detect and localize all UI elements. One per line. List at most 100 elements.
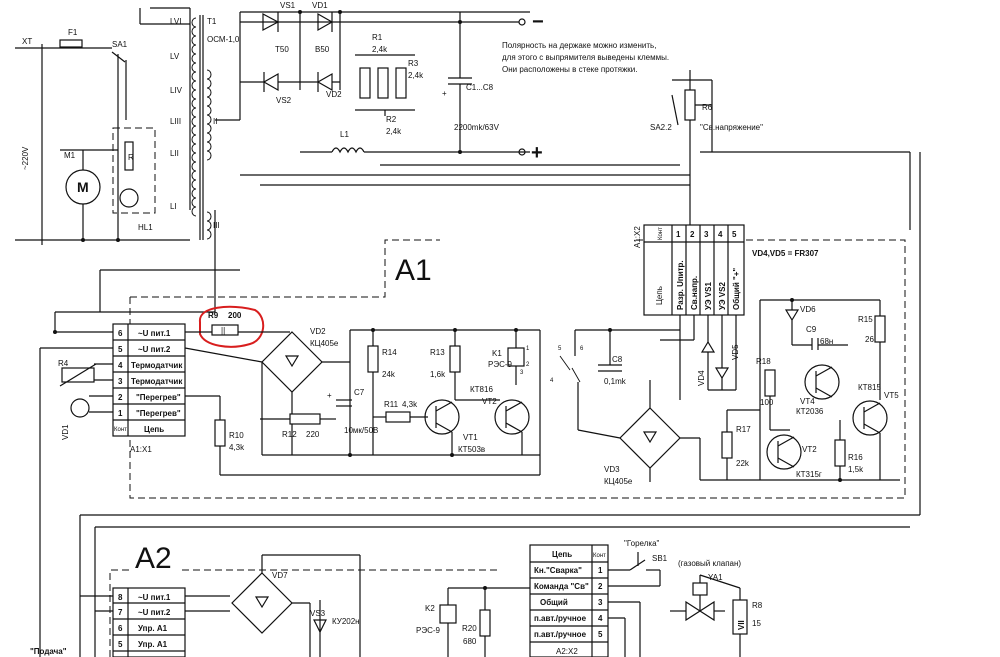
k2-label: K2: [425, 604, 435, 613]
r1-label: R1: [372, 33, 383, 42]
c9-label: C9: [806, 325, 817, 334]
a1-x1-header-cell: Цепь: [144, 425, 164, 434]
a1-x1-row-2-label: ~U пит.2: [138, 345, 171, 354]
r2-value: 2,4k: [386, 127, 402, 136]
a1-x1-row-4-n: 3: [118, 377, 123, 386]
vt2b-model: КТ315г: [796, 470, 822, 479]
vs3-label: VS3: [310, 609, 326, 618]
r16-value: 1,5k: [848, 465, 864, 474]
r6-label: R6: [702, 103, 713, 112]
secondary-coil-turn: [206, 132, 212, 143]
r15-label: R15: [858, 315, 873, 324]
resistor-r16: [834, 439, 846, 467]
primary-coil-turn: [191, 197, 197, 208]
a2-x1-row-4-label: Упр. A1: [138, 640, 168, 649]
r13-value: 1,6k: [430, 370, 446, 379]
a2-x2-row-4-label: п.авт./ручное: [534, 614, 587, 623]
f1-label: F1: [68, 28, 78, 37]
primary-coil-turn: [191, 188, 197, 199]
thyristor-vs2-icon: [262, 72, 279, 92]
primary-coil-turn: [191, 125, 197, 136]
k1-label: K1: [492, 349, 502, 358]
a1-module: A1 A1:X2 Цепь Конт Разр. Uпитр. Св.напр.…: [39, 210, 906, 657]
a1-x2-row-5-n: 5: [732, 230, 737, 239]
a1-x1-row-2-n: 5: [118, 345, 123, 354]
k1-model: РЭС-9: [488, 360, 513, 369]
resistor-r9: [211, 324, 239, 336]
a1-x1-row-1-n: 6: [118, 329, 123, 338]
vd2-a1-model: КЦ405е: [310, 339, 339, 348]
vd1-a1-label: VD1: [61, 424, 70, 440]
a1-x1-row-3-label: Термодатчик: [131, 361, 183, 370]
a2-x1-row-1-n: 8: [118, 593, 123, 602]
transformer-t1: T1 ОСМ-1,0 LVI LV LIV LIII LII LI II III: [139, 7, 240, 240]
a1-x1-row-6-label: "Перегрев": [136, 409, 181, 418]
a1-x2-row-3-n: 3: [704, 230, 709, 239]
output-minus-terminal: [518, 18, 526, 26]
power-input-section: XT F1 ~220V SA1 M1 M R HL1: [15, 28, 190, 245]
a1-x2-row-2-n: 2: [690, 230, 695, 239]
k1-pin-2: 2: [526, 362, 530, 368]
c7-label: C7: [354, 388, 365, 397]
a2-x2-row-1-n: 1: [598, 566, 603, 575]
a1-x2-row-4-label: УЭ VS2: [718, 282, 727, 310]
r2-label: R2: [386, 115, 397, 124]
a1-x1-header-cont: Конт: [114, 427, 127, 433]
primary-coil-turn: [191, 71, 197, 82]
a1-x2-label: A1:X2: [633, 226, 642, 248]
resistor-r20: [479, 609, 491, 637]
primary-coil-turn: [191, 179, 197, 190]
primary-coil-turn: [191, 152, 197, 163]
tap-lii: LII: [170, 149, 179, 158]
aux-coil-turn: [206, 211, 212, 222]
primary-coil-turn: [191, 26, 197, 37]
a2-x1-row-2-label: ~U пит.2: [138, 608, 171, 617]
a2-x1-row-1-label: ~U пит.1: [138, 593, 171, 602]
output-plus-terminal: [518, 148, 526, 156]
vd3-label: VD3: [604, 465, 620, 474]
a2-title: A2: [135, 542, 172, 575]
plus-sign: +: [531, 142, 543, 164]
valve-coil-ya1: [692, 582, 708, 596]
lamp-hl1-icon: [119, 188, 139, 208]
r12-value: 220: [306, 430, 320, 439]
r10-label: R10: [229, 431, 244, 440]
t1-label: T1: [207, 17, 217, 26]
k1-pin-5: 5: [558, 346, 562, 352]
transistor-vt2-icon: [494, 399, 530, 435]
a2-x2-row-5-n: 5: [598, 630, 603, 639]
vt1-model: КТ503в: [458, 445, 485, 454]
a2-x2-row-4-n: 4: [598, 614, 603, 623]
a2-x2-header-cont: Конт: [593, 553, 606, 559]
sv-voltage-label: "Св.напряжение": [700, 123, 763, 132]
sb1-label: SB1: [652, 554, 668, 563]
r8-value: 15: [752, 619, 761, 628]
bridge-vd7-diode-mark: [254, 596, 270, 609]
a2-x2-row-1-label: Кн."Сварка": [534, 566, 582, 575]
r18-label: R18: [756, 357, 771, 366]
c7-plus: +: [327, 391, 332, 400]
r14-value: 24k: [382, 370, 396, 379]
resistor-r1: [359, 67, 371, 99]
r9-label: R9: [208, 311, 219, 320]
resistor-r15: [874, 315, 886, 343]
k1-pin-6: 6: [580, 346, 584, 352]
primary-coil-turn: [191, 107, 197, 118]
primary-coil-turn: [191, 116, 197, 127]
primary-coil-turn: [191, 53, 197, 64]
primary-coil-turn: [191, 170, 197, 181]
vs1-label: VS1: [280, 1, 296, 10]
primary-coil-turn: [191, 134, 197, 145]
k2-model: РЭС-9: [416, 626, 441, 635]
a1-x1-row-6-n: 1: [118, 409, 123, 418]
tap-liv: LIV: [170, 86, 183, 95]
vt2b-label: VT2: [802, 445, 817, 454]
hl1-label: HL1: [138, 223, 153, 232]
cap-plus: +: [442, 89, 447, 98]
transistor-vt5-icon: [852, 400, 888, 436]
resistor-r: [124, 141, 134, 171]
motor-symbol: M: [77, 179, 89, 195]
sa22-label: SA2.2: [650, 123, 672, 132]
vt4-label: VT4: [800, 397, 815, 406]
a1-x2-row-1-n: 1: [676, 230, 681, 239]
